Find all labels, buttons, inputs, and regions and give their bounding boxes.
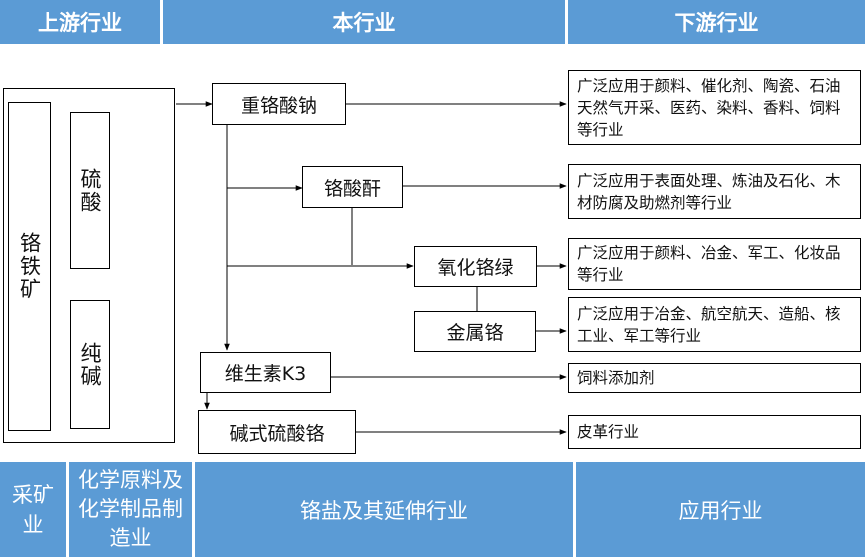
product-sodium-dichromate: 重铬酸钠 xyxy=(212,83,346,125)
footer-application: 应用行业 xyxy=(576,462,865,557)
input-soda-ash: 纯碱 xyxy=(70,300,110,429)
product-chromic-anhydride: 铬酸酐 xyxy=(302,166,403,208)
app-vitamin-k3: 饲料添加剂 xyxy=(568,363,861,393)
header-industry: 本行业 xyxy=(163,0,565,44)
product-chromium-metal: 金属铬 xyxy=(414,311,536,352)
app-sodium-dichromate: 广泛应用于颜料、催化剂、陶瓷、石油天然气开采、医药、染料、香料、饲料等行业 xyxy=(568,70,861,145)
product-chromium-oxide-green: 氧化铬绿 xyxy=(414,246,537,287)
footer-chemical: 化学原料及化学制品制造业 xyxy=(69,462,192,557)
app-basic-chromium-sulfate: 皮革行业 xyxy=(568,415,861,449)
app-chromium-oxide-green: 广泛应用于颜料、冶金、军工、化妆品等行业 xyxy=(568,238,861,290)
footer-mining: 采矿业 xyxy=(0,462,66,557)
input-chromite: 铬铁矿 xyxy=(8,102,51,431)
app-chromic-anhydride: 广泛应用于表面处理、炼油及石化、木材防腐及助燃剂等行业 xyxy=(568,164,861,219)
product-basic-chromium-sulfate: 碱式硫酸铬 xyxy=(198,410,356,454)
header-upstream: 上游行业 xyxy=(0,0,160,44)
app-chromium-metal: 广泛应用于冶金、航空航天、造船、核工业、军工等行业 xyxy=(568,297,861,352)
header-downstream: 下游行业 xyxy=(568,0,865,44)
footer-chromium-salts: 铬盐及其延伸行业 xyxy=(195,462,573,557)
product-vitamin-k3: 维生素K3 xyxy=(200,352,331,393)
input-sulfuric-acid: 硫酸 xyxy=(70,112,110,269)
